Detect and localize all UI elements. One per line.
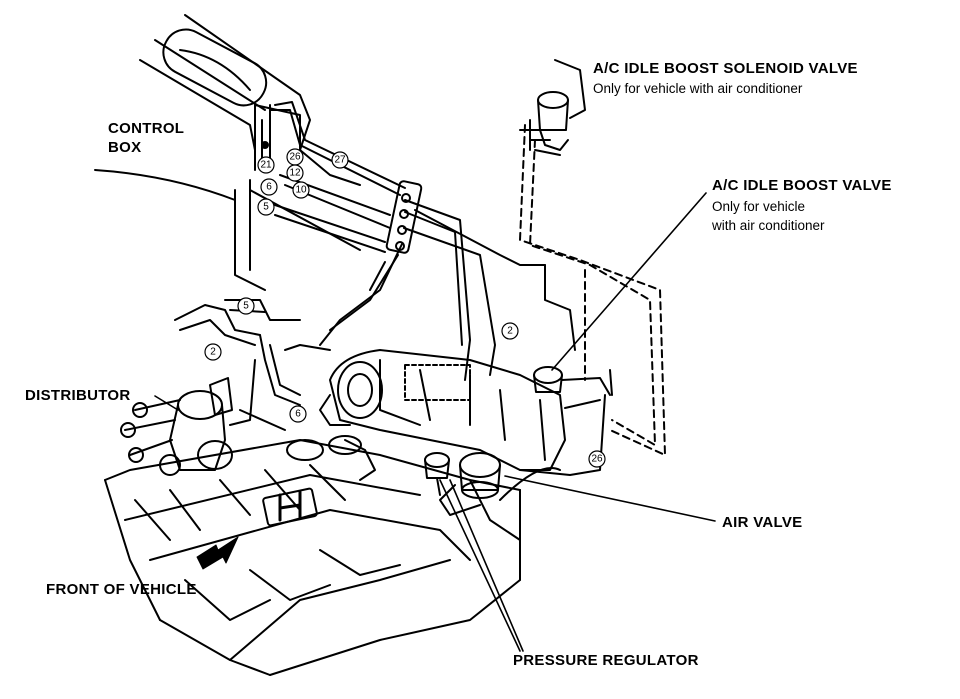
boost-valve-note-line2: with air conditioner <box>712 218 825 233</box>
left-hoses <box>174 299 331 431</box>
front-arrow <box>196 536 239 570</box>
hose-number-6-low: 6 <box>295 409 301 420</box>
hose-number-markers <box>204 148 606 468</box>
distributor-label: DISTRIBUTOR <box>25 387 131 404</box>
air-valve-label: AIR VALVE <box>722 514 803 531</box>
front-of-vehicle-label: FRONT OF VEHICLE <box>46 581 197 598</box>
right-hoses <box>519 119 613 476</box>
hose-number-2-left: 2 <box>210 347 216 358</box>
hose-number-12: 12 <box>289 168 301 179</box>
pressure-regulator-label: PRESSURE REGULATOR <box>513 652 699 669</box>
ac-dashed-lines <box>519 124 666 456</box>
hose-number-27: 27 <box>334 155 346 166</box>
hose-bundle <box>249 101 576 381</box>
cylinder-head <box>104 435 561 676</box>
hose-number-26-box: 26 <box>289 152 301 163</box>
control-box-label-line2: BOX <box>108 139 142 156</box>
boost-valve-note-line1: Only for vehicle <box>712 199 806 214</box>
intake-manifold <box>319 349 566 471</box>
hose-number-21: 21 <box>260 160 272 171</box>
control-box-label-line1: CONTROL <box>108 120 185 137</box>
distributor-unit <box>120 377 233 476</box>
solenoid-valve <box>529 59 586 156</box>
hose-number-26-right: 26 <box>591 454 603 465</box>
hose-number-6-box: 6 <box>266 182 272 193</box>
solenoid-valve-note: Only for vehicle with air conditioner <box>593 81 803 96</box>
hose-number-5-left: 5 <box>243 301 249 312</box>
air-valve-body <box>439 452 501 516</box>
boost-valve-label: A/C IDLE BOOST VALVE <box>712 177 892 194</box>
hose-number-10: 10 <box>295 185 307 196</box>
pressure-regulator-body <box>344 439 450 496</box>
leader-lines <box>154 192 716 652</box>
hose-number-5-box: 5 <box>263 202 269 213</box>
hose-number-2-mid: 2 <box>507 326 513 337</box>
solenoid-valve-label: A/C IDLE BOOST SOLENOID VALVE <box>593 60 858 77</box>
boost-valve <box>533 366 611 409</box>
